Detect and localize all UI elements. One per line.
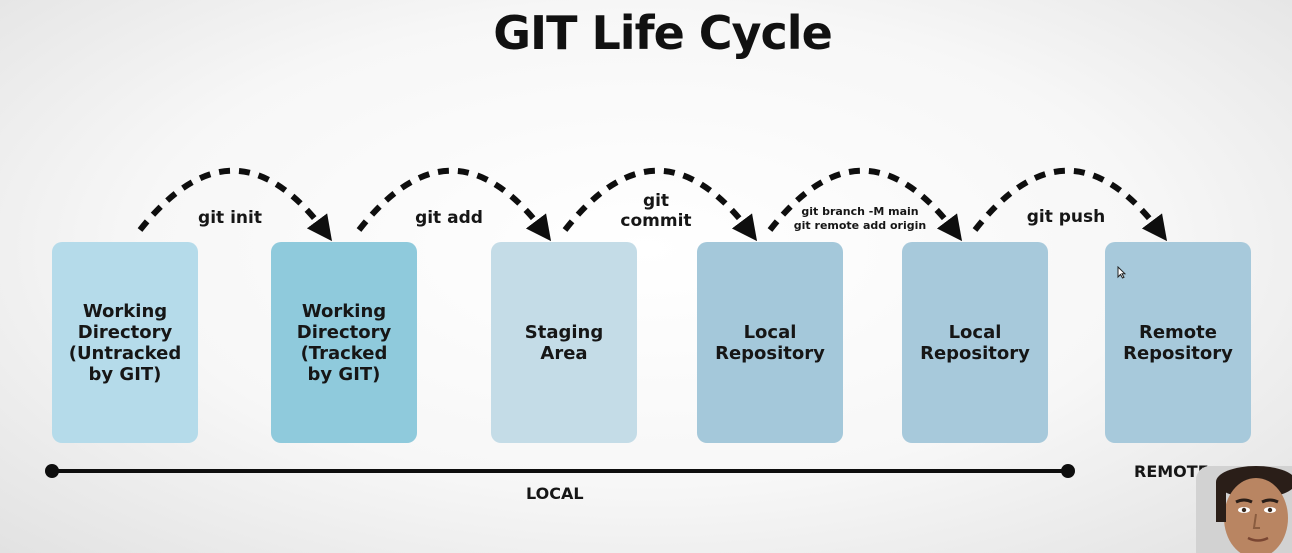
local-scope-label: LOCAL (526, 484, 584, 503)
diagram-title: GIT Life Cycle (493, 6, 833, 60)
mouse-cursor-icon (1117, 264, 1127, 283)
stage-local-repository: Local Repository (697, 242, 843, 443)
stage-local-repository-label: Local Repository (715, 321, 825, 364)
stage-remote-repository: Remote Repository (1105, 242, 1251, 443)
stage-local-repository-2-label: Local Repository (920, 321, 1030, 364)
stage-staging-area-label: Staging Area (524, 321, 604, 364)
local-scope-end-dot (1061, 464, 1075, 478)
label-git-init: git init (198, 208, 262, 228)
label-git-push: git push (1026, 207, 1106, 227)
presenter-webcam (1196, 466, 1292, 553)
local-scope-line (52, 469, 1068, 473)
stage-remote-repository-label: Remote Repository (1123, 321, 1233, 364)
stage-untracked: Working Directory (Untracked by GIT) (52, 242, 198, 443)
label-git-add: git add (415, 208, 483, 228)
stage-untracked-label: Working Directory (Untracked by GIT) (68, 300, 182, 385)
stage-local-repository-2: Local Repository (902, 242, 1048, 443)
label-git-commit: git commit (620, 191, 692, 231)
stage-tracked: Working Directory (Tracked by GIT) (271, 242, 417, 443)
stage-tracked-label: Working Directory (Tracked by GIT) (296, 300, 392, 385)
label-git-branch-remote: git branch -M main git remote add origin (793, 205, 927, 232)
local-scope-start-dot (45, 464, 59, 478)
stage-staging-area: Staging Area (491, 242, 637, 443)
remote-scope-label: REMOTE (1134, 462, 1209, 481)
